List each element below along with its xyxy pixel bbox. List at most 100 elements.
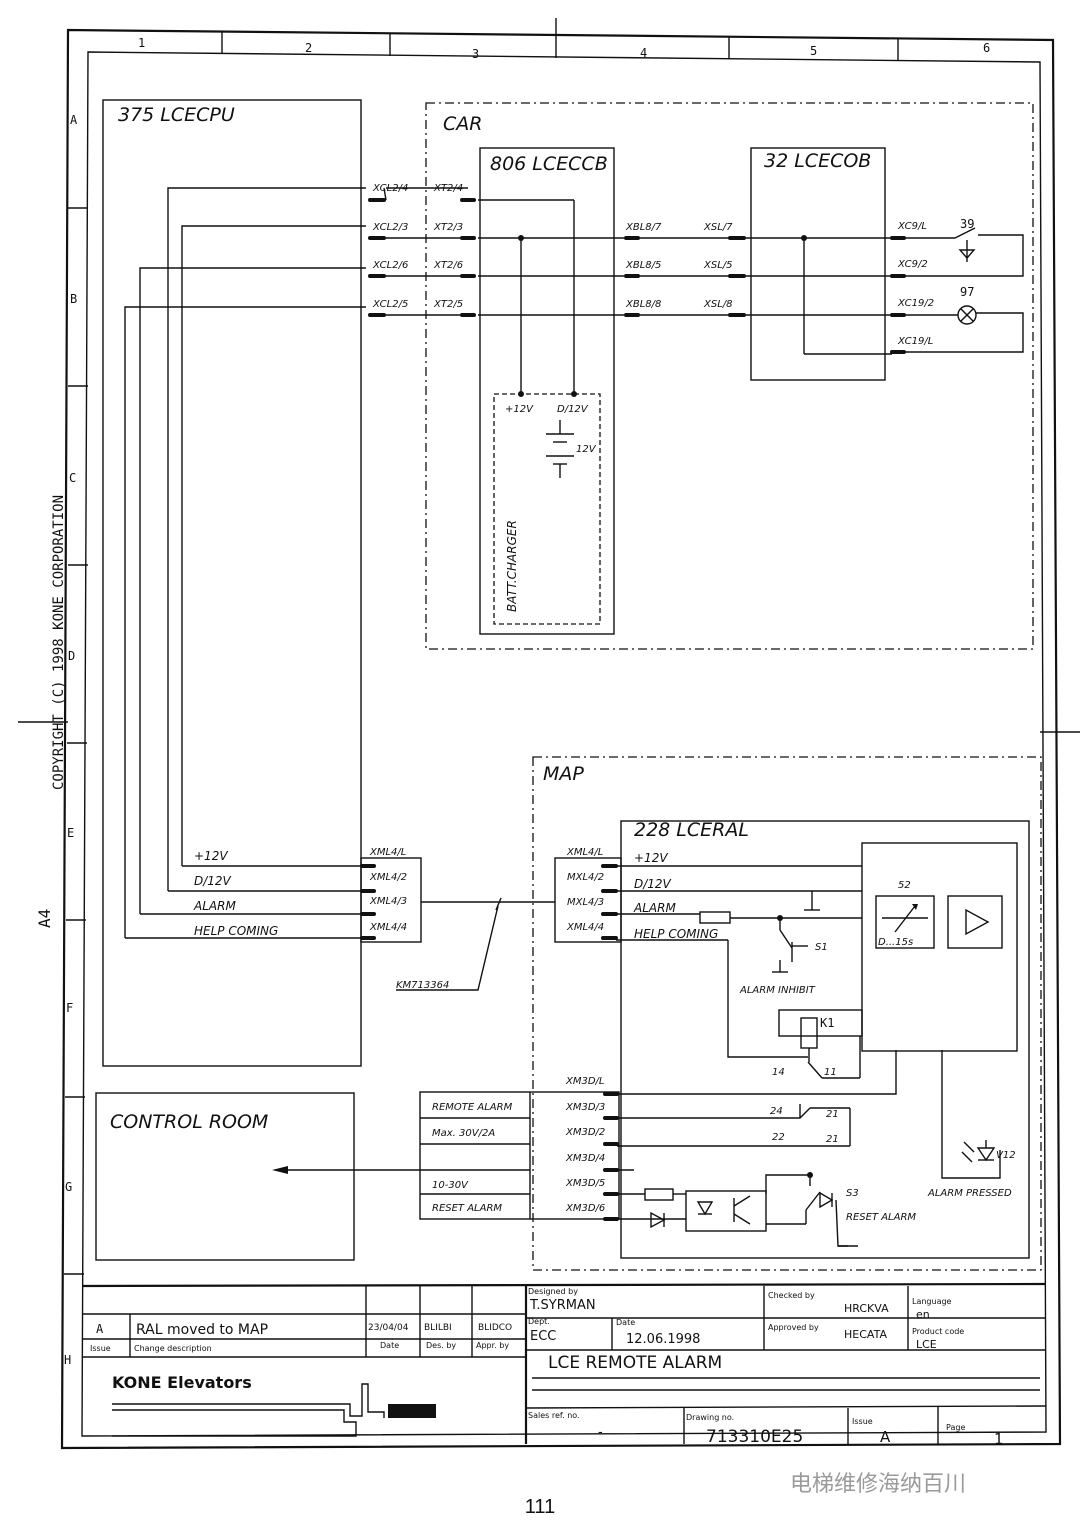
cr-voltage-range: 10-30V <box>432 1180 469 1191</box>
control-room-block <box>95 1092 355 1261</box>
conn-xbl8-8: XBL8/8 <box>625 299 661 310</box>
tb-checked-hdr: Checked by <box>768 1291 815 1300</box>
cr-remote-alarm: REMOTE ALARM <box>432 1102 513 1113</box>
alarm-pressed-label: ALARM PRESSED <box>927 1188 1012 1199</box>
conn-xc19-1: XC19/L <box>897 336 933 347</box>
tb-page-hdr: Page <box>946 1423 965 1432</box>
tb-dept: ECC <box>530 1329 556 1344</box>
col-label-6: 6 <box>983 41 990 55</box>
conn-mxl4-3-right: MXL4/3 <box>567 897 604 908</box>
tb-issue2-hdr: Issue <box>852 1417 873 1426</box>
row-label-d: D <box>68 649 75 663</box>
conn-xml4-1-left: XML4/L <box>369 847 406 858</box>
conn-xsl-7: XSL/7 <box>703 222 733 233</box>
conn-xml4-4-right: XML4/4 <box>566 922 604 933</box>
watermark: 电梯维修海纳百川 <box>790 1472 967 1497</box>
ccb-title: 806 LCECCB <box>490 153 608 175</box>
switch-s1: S1 <box>815 942 828 953</box>
car-connector-pins <box>368 198 906 354</box>
tb-appr-hdr: Appr. by <box>476 1341 509 1350</box>
batt-plus-label: +12V <box>505 404 534 415</box>
xml-left-pins <box>360 864 376 940</box>
title-block <box>81 1282 1047 1444</box>
conn-xm3d-4: XM3D/4 <box>565 1153 605 1164</box>
row-label-g: G <box>65 1180 72 1194</box>
tb-designed-hdr: Designed by <box>528 1287 578 1296</box>
conn-xm3d-1: XM3D/L <box>565 1076 604 1087</box>
lamp-icon <box>957 305 977 325</box>
tb-issue2: A <box>880 1428 891 1446</box>
tb-issue-letter: A <box>96 1322 104 1336</box>
conn-xml4-3-left: XML4/3 <box>369 896 407 907</box>
tb-sales: - <box>598 1425 603 1440</box>
row-label-f: F <box>66 1001 73 1015</box>
comp-52: 52 <box>898 880 911 891</box>
car-title: CAR <box>443 113 482 135</box>
col-label-2: 2 <box>305 41 312 55</box>
comp-97: 97 <box>960 285 974 299</box>
conn-xcl2-6: XCL2/6 <box>372 260 408 271</box>
tb-product-hdr: Product code <box>912 1327 964 1336</box>
eral-sig-12v: +12V <box>634 851 668 865</box>
conn-xt2-3: XT2/3 <box>433 222 463 233</box>
conn-xbl8-5: XBL8/5 <box>625 260 661 271</box>
conn-xcl2-5: XCL2/5 <box>372 299 408 310</box>
conn-xt2-6: XT2/6 <box>433 260 463 271</box>
contact-22: 22 <box>772 1132 785 1143</box>
map-area <box>532 756 1042 1271</box>
conn-xc19-2: XC19/2 <box>897 298 934 309</box>
page-number: 111 <box>524 1496 556 1518</box>
tb-product: LCE <box>916 1338 937 1351</box>
sheet-size: A4 <box>35 908 54 928</box>
tb-date-val: 23/04/04 <box>368 1323 409 1333</box>
tb-dept-hdr: Dept. <box>528 1317 550 1326</box>
resistor-reset <box>644 1188 674 1201</box>
control-room-interface <box>419 1091 620 1220</box>
cpu-sig-alarm: ALARM <box>193 899 236 913</box>
eral-sig-help-coming: HELP COMING <box>634 927 718 941</box>
conn-xm3d-3: XM3D/3 <box>565 1102 605 1113</box>
conn-xbl8-7: XBL8/7 <box>625 222 662 233</box>
tb-change: RAL moved to MAP <box>136 1322 268 1338</box>
amplifier-icon <box>965 908 990 936</box>
eral-sig-alarm: ALARM <box>633 901 676 915</box>
conn-xc9-2: XC9/2 <box>897 259 928 270</box>
tb-date2: 12.06.1998 <box>626 1332 700 1347</box>
xml4-right-block <box>554 857 622 943</box>
contact-24: 24 <box>770 1106 783 1117</box>
row-label-b: B <box>70 292 77 306</box>
contact-21b: 21 <box>826 1134 839 1145</box>
col-label-1: 1 <box>138 36 145 50</box>
conn-xml4-4-left: XML4/4 <box>369 922 407 933</box>
tb-issue-hdr: Issue <box>90 1344 111 1353</box>
optocoupler <box>685 1190 767 1232</box>
col-label-3: 3 <box>472 47 479 61</box>
cr-reset-alarm: RESET ALARM <box>432 1203 502 1214</box>
tb-language: en <box>916 1308 930 1321</box>
cr-max-voltage: Max. 30V/2A <box>432 1128 495 1139</box>
conn-xc9-1: XC9/L <box>897 221 927 232</box>
tb-approved: HECATA <box>844 1328 887 1341</box>
batt-charger-box <box>493 393 601 625</box>
timer-box <box>875 895 935 949</box>
conn-xt2-4: XT2/4 <box>433 183 463 194</box>
xml4-left-block <box>360 857 422 943</box>
conn-xcl2-4: XCL2/4 <box>372 183 408 194</box>
tb-des-by-val: BLILBI <box>424 1323 452 1333</box>
copyright-notice: COPYRIGHT (C) 1998 KONE CORPORATION <box>51 494 67 790</box>
row-label-h: H <box>64 1353 71 1367</box>
contact-11: 11 <box>824 1067 837 1078</box>
tb-designed-by: T.SYRMAN <box>529 1298 596 1313</box>
cob-title: 32 LCECOB <box>764 150 871 172</box>
ccb-block <box>479 147 615 635</box>
batt-voltage-label: 12V <box>576 444 597 455</box>
conn-xml4-2-left: XML4/2 <box>369 872 407 883</box>
cpu-title: 375 LCECPU <box>118 104 235 126</box>
alarm-inhibit-label: ALARM INHIBIT <box>739 985 816 996</box>
col-label-4: 4 <box>640 46 647 60</box>
reset-alarm-label: RESET ALARM <box>846 1212 916 1223</box>
tb-drawing: 713310E25 <box>706 1427 803 1447</box>
timer-range: D...15s <box>878 937 913 948</box>
conn-xm3d-6: XM3D/6 <box>565 1203 605 1214</box>
tb-title: LCE REMOTE ALARM <box>548 1353 722 1373</box>
